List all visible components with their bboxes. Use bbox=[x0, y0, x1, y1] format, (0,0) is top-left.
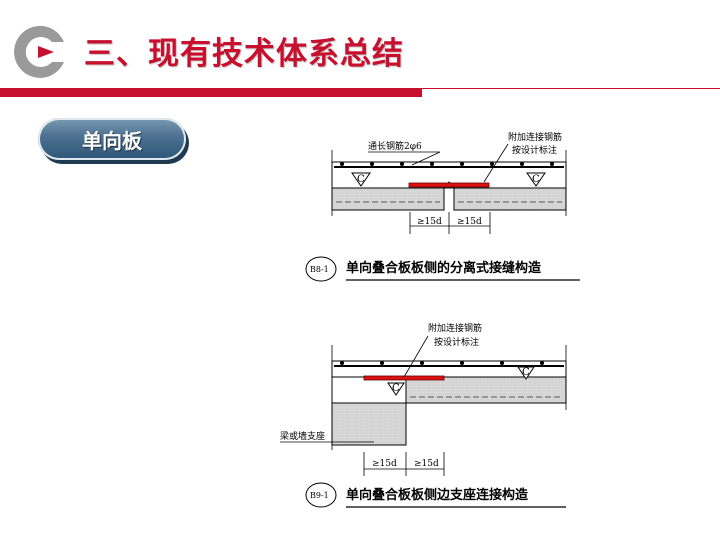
page-title: 三、现有技术体系总结 bbox=[84, 36, 404, 72]
leader-left-drop bbox=[411, 151, 441, 166]
cover-mark-right bbox=[517, 366, 535, 380]
cover-mark-right bbox=[526, 172, 546, 187]
logo-outer-shape bbox=[14, 25, 64, 78]
note-continuous-rebar: 通长钢筋2φ6 bbox=[368, 140, 422, 152]
cover-label-left: C bbox=[357, 174, 365, 185]
rebar-dots bbox=[340, 361, 544, 365]
dim-label-1: ≥15d bbox=[372, 459, 397, 469]
rebar-dots bbox=[340, 162, 554, 166]
title-underline-thick bbox=[0, 88, 422, 97]
precast-slab bbox=[405, 376, 567, 404]
cover-mark-left bbox=[387, 382, 405, 396]
logo-red-arrow bbox=[38, 46, 54, 58]
cover-label-left: C bbox=[392, 383, 400, 394]
note-additional-rebar: 附加连接钢筋 bbox=[508, 131, 562, 143]
dim-label-2: ≥15d bbox=[457, 217, 482, 227]
title-underline-thin bbox=[422, 88, 720, 89]
figure-b9-1: C C 附加连接钢筋 按设计标注 梁或墙支座 ≥15d ≥15d B9-1 单向… bbox=[280, 322, 567, 508]
dim-label-2: ≥15d bbox=[414, 459, 439, 469]
support-block bbox=[331, 402, 407, 446]
dim-label-1: ≥15d bbox=[417, 217, 442, 227]
cover-label-right: C bbox=[522, 367, 530, 378]
note-per-design: 按设计标注 bbox=[434, 336, 479, 348]
figure-code-badge bbox=[305, 482, 337, 508]
note-per-design: 按设计标注 bbox=[512, 144, 557, 156]
figure-caption: 单向叠合板板侧的分离式接缝构造 bbox=[346, 260, 542, 276]
additional-rebar bbox=[408, 182, 490, 188]
company-logo bbox=[14, 25, 64, 78]
precast-slab-left bbox=[331, 187, 445, 211]
precast-slab-right bbox=[453, 187, 567, 211]
cover-label-right: C bbox=[532, 174, 540, 185]
leader-right bbox=[483, 143, 509, 183]
figure-code-badge bbox=[305, 256, 337, 282]
section-badge: 单向板 bbox=[38, 118, 186, 160]
figure-code: B9-1 bbox=[310, 491, 329, 500]
note-additional-rebar: 附加连接钢筋 bbox=[428, 322, 482, 334]
figure-b8-1: C C 通长钢筋2φ6 附加连接钢筋 按设计标注 ≥15d ≥15d B8-1 … bbox=[305, 131, 580, 282]
additional-rebar bbox=[363, 375, 445, 381]
figure-code: B8-1 bbox=[310, 265, 329, 274]
leader bbox=[403, 335, 429, 378]
figure-caption: 单向叠合板板侧边支座连接构造 bbox=[346, 487, 529, 503]
support-label: 梁或墙支座 bbox=[280, 430, 325, 442]
cover-mark-left bbox=[351, 172, 371, 187]
